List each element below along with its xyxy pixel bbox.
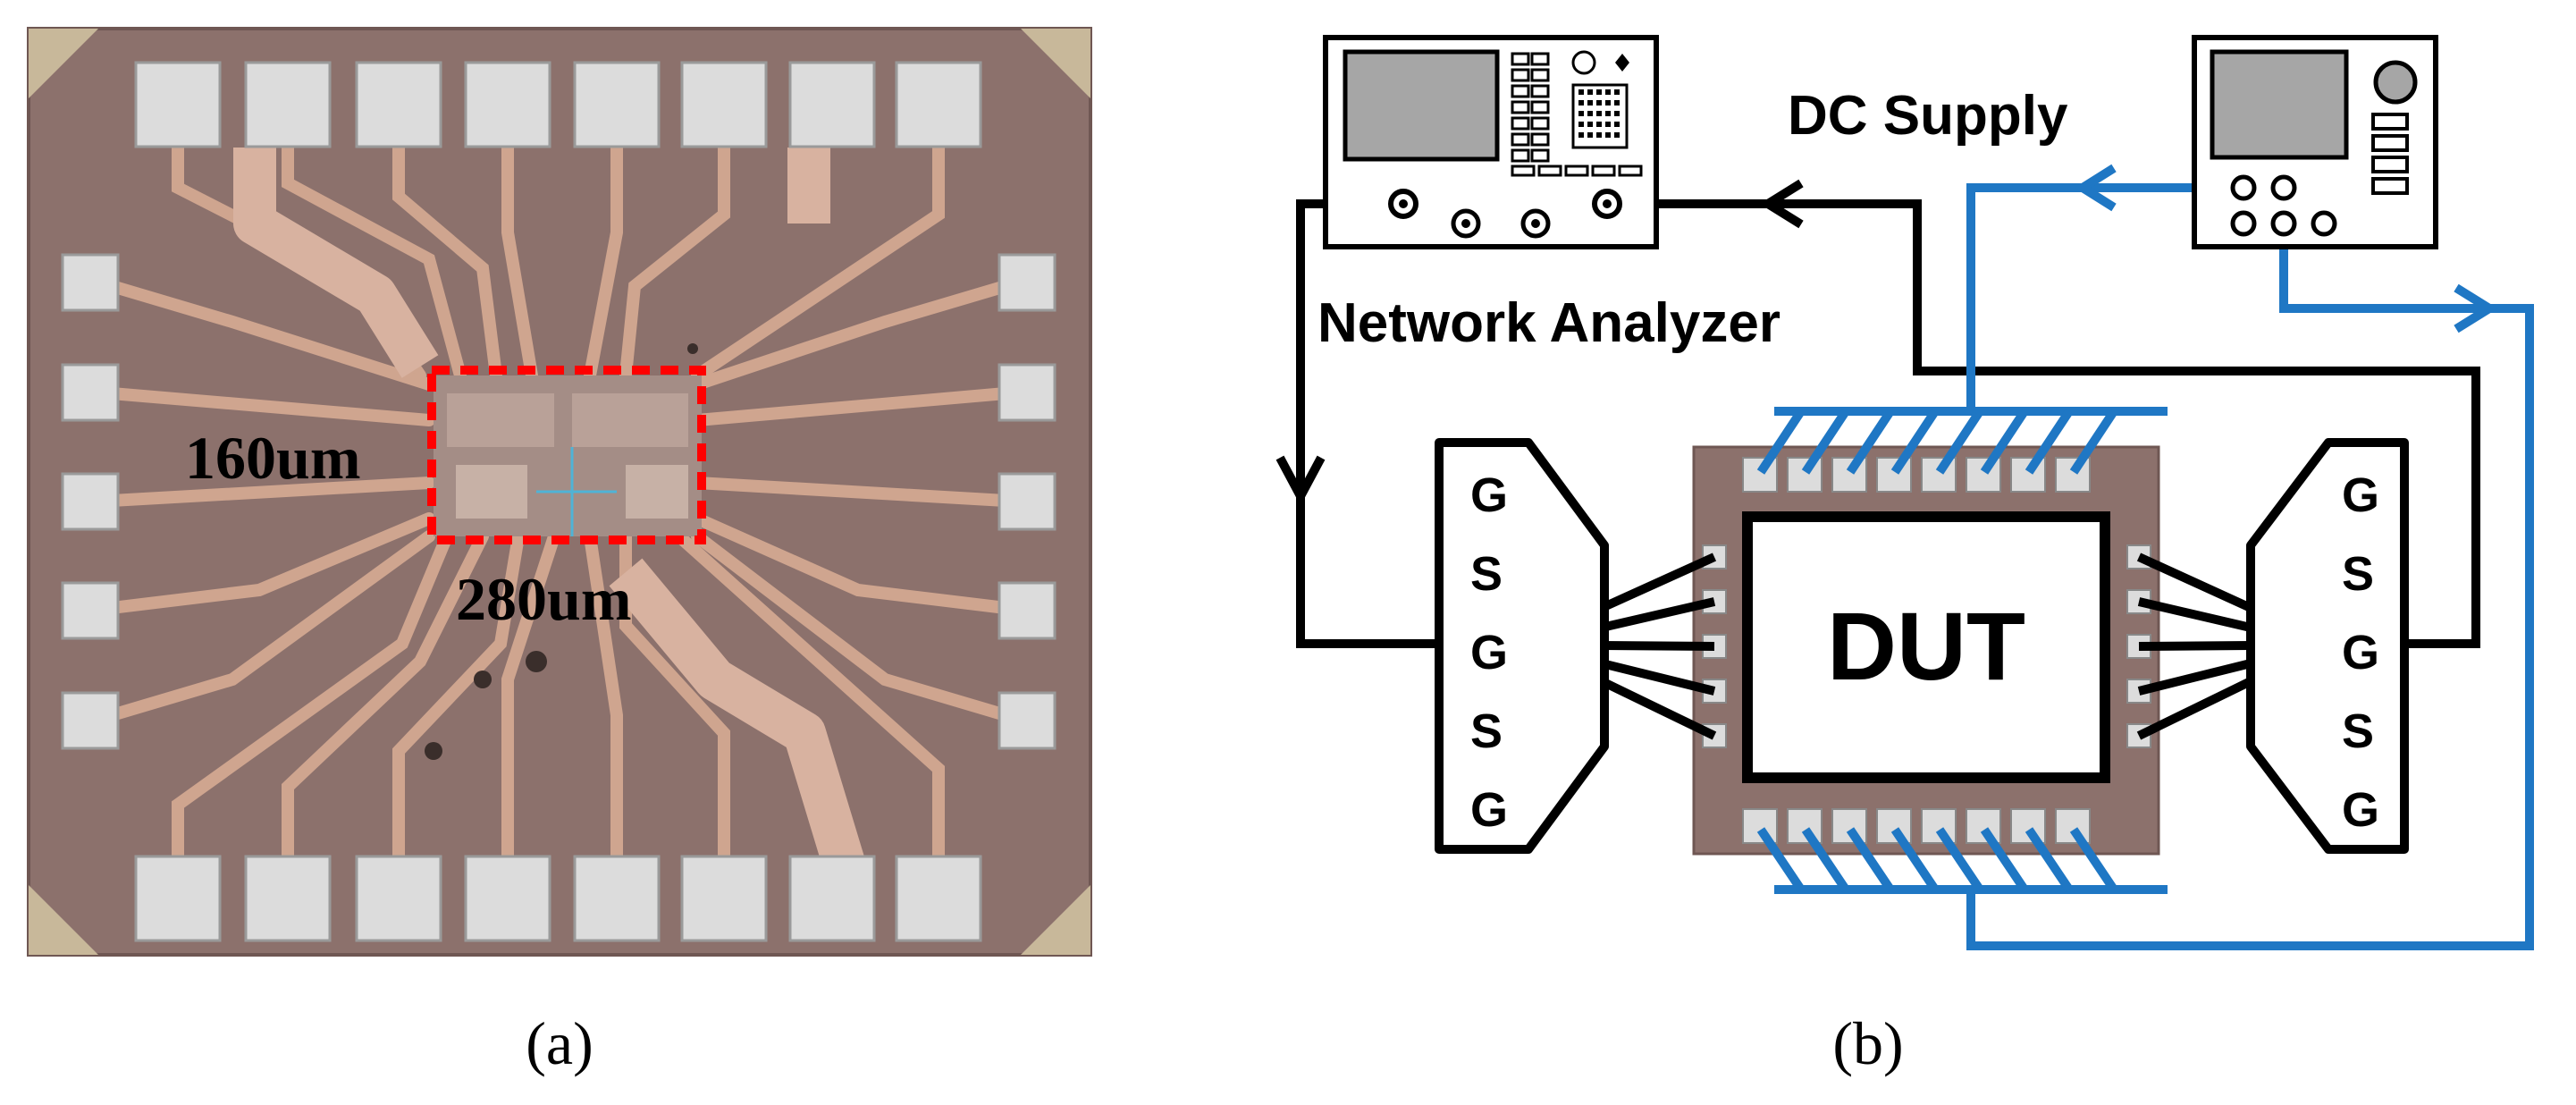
- dc-cable-bottom: [1966, 219, 2534, 950]
- corner-mark: [29, 29, 98, 98]
- probe-left-pin: S: [1470, 704, 1503, 758]
- probe-left-pin: G: [1470, 626, 1508, 679]
- dc-port: [2230, 210, 2257, 237]
- chip-pads-left: [61, 253, 120, 750]
- dc-bond-comb-top: [1756, 407, 2168, 475]
- rf-bond-wires-right: [2136, 552, 2253, 740]
- probe-right-pin: S: [2342, 547, 2374, 601]
- core-highlight-box: [427, 366, 706, 544]
- rf-bond-wires-left: [1599, 552, 1717, 740]
- dut-label: DUT: [1827, 592, 2025, 700]
- panel-b-setup: DC Supply Network Analyzer: [1275, 35, 2534, 950]
- network-analyzer-label: Network Analyzer: [1317, 292, 1780, 354]
- rf-arrow-down: [1275, 455, 1326, 506]
- rf-cable-left: [1296, 199, 1439, 648]
- dut-pads-bottom: [1742, 808, 2091, 844]
- rf-arrow-left: [1759, 179, 1804, 229]
- dc-supply: [2192, 35, 2438, 249]
- na-screen: [1343, 49, 1500, 162]
- dc-bond-comb-bottom: [1756, 827, 2168, 894]
- probe-left: G S G S G: [1435, 438, 1609, 854]
- corner-mark: [1021, 29, 1090, 98]
- rf-cable-right: [1607, 199, 2480, 648]
- probe-right-pin: G: [2342, 783, 2379, 837]
- panel-a-label: (a): [526, 1009, 593, 1077]
- corner-mark: [1021, 885, 1090, 955]
- panel-a-chip-photo: 160um 280um: [27, 27, 1092, 957]
- dc-port: [2270, 210, 2297, 237]
- chip-pads-right: [998, 253, 1056, 750]
- dc-arrow-top: [2074, 164, 2117, 212]
- probe-right-pin: S: [2342, 704, 2374, 758]
- corner-mark: [29, 885, 98, 955]
- dc-cable-top: [1966, 183, 2243, 411]
- dut-box: [1742, 511, 2110, 783]
- dimension-width-label: 280um: [456, 565, 631, 633]
- dc-port: [2230, 174, 2257, 201]
- dimension-height-label: 160um: [185, 424, 360, 492]
- chip-pads-bottom: [134, 855, 982, 942]
- dc-supply-label: DC Supply: [1788, 85, 2068, 147]
- probe-right-pin: G: [2342, 626, 2379, 679]
- dc-port: [2270, 174, 2297, 201]
- dc-arrow-right: [2454, 283, 2498, 333]
- probe-right-pin: G: [2342, 468, 2379, 522]
- probe-left-pin: S: [1470, 547, 1503, 601]
- panel-b-label: (b): [1832, 1009, 1903, 1077]
- probe-left-pin: G: [1470, 468, 1508, 522]
- dc-port: [2311, 210, 2337, 237]
- probe-right: G S G S G: [2246, 438, 2409, 854]
- probe-left-pin: G: [1470, 783, 1508, 837]
- network-analyzer: [1323, 35, 1659, 249]
- dc-screen: [2210, 49, 2349, 160]
- chip-pads-top: [134, 61, 982, 148]
